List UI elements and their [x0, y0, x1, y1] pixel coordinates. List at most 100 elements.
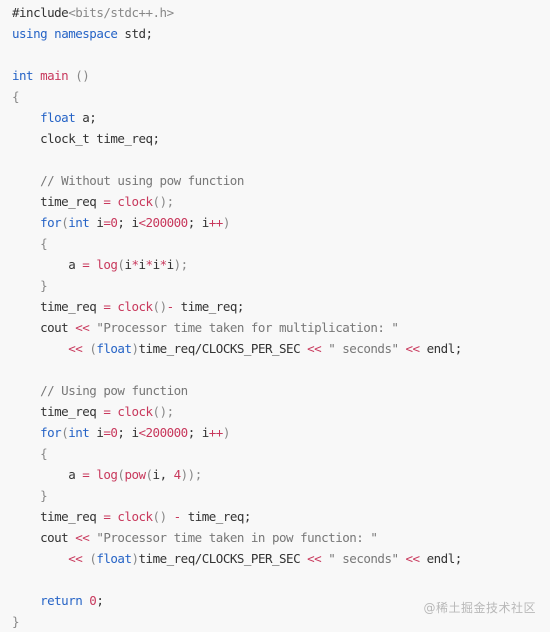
code-token-op: <<: [75, 320, 90, 335]
code-token-plain: time_req;: [173, 299, 245, 314]
code-line: // Using pow function: [12, 380, 550, 401]
code-token-number: 0: [110, 425, 118, 440]
code-token-punct: }: [40, 488, 48, 503]
code-token-plain: ; i: [187, 425, 210, 440]
code-token-func: log: [96, 257, 118, 272]
code-line: }: [12, 485, 550, 506]
code-token-plain: [12, 425, 40, 440]
code-token-plain: time_req;: [180, 509, 252, 524]
code-token-punct: ();: [152, 404, 175, 419]
code-token-plain: ; i: [187, 215, 210, 230]
code-token-punct: }: [40, 278, 48, 293]
code-line: for(int i=0; i<200000; i++): [12, 422, 550, 443]
code-line: [12, 44, 550, 65]
code-line: time_req = clock() - time_req;: [12, 506, 550, 527]
code-token-punct: ): [222, 215, 231, 230]
code-token-type: float: [96, 551, 132, 566]
code-line: << (float)time_req/CLOCKS_PER_SEC << " s…: [12, 548, 550, 569]
code-token-keyword: using: [12, 26, 48, 41]
code-token-string: " seconds": [328, 551, 399, 566]
code-token-comment: // Using pow function: [40, 383, 188, 398]
code-line: [12, 569, 550, 590]
code-token-plain: time_req/CLOCKS_PER_SEC: [138, 551, 308, 566]
code-token-op: ++: [208, 425, 224, 440]
code-token-op: <<: [307, 551, 322, 566]
code-token-plain: i: [138, 257, 147, 272]
code-line: a = log(pow(i, 4));: [12, 464, 550, 485]
code-token-punct: (): [152, 299, 168, 314]
code-line: return 0;: [12, 590, 550, 611]
code-token-plain: [12, 110, 40, 125]
code-token-op: *: [159, 257, 168, 272]
code-token-op: <<: [75, 530, 90, 545]
code-line: a = log(i*i*i*i);: [12, 254, 550, 275]
code-token-punct: {: [12, 89, 20, 104]
code-token-op: =: [103, 404, 111, 419]
code-token-op: =: [82, 257, 90, 272]
code-line: time_req = clock()- time_req;: [12, 296, 550, 317]
code-line: using namespace std;: [12, 23, 550, 44]
code-token-punct: (: [61, 215, 69, 230]
code-token-plain: [399, 341, 406, 356]
code-token-string: " seconds": [328, 341, 399, 356]
code-token-plain: [12, 488, 40, 503]
code-token-plain: [167, 509, 174, 524]
code-token-punct: {: [40, 446, 48, 461]
code-token-op: <<: [68, 551, 83, 566]
code-token-punct: ): [131, 551, 139, 566]
code-token-punct: (: [89, 341, 97, 356]
code-token-comment: // Without using pow function: [40, 173, 244, 188]
code-token-type: int: [12, 68, 34, 83]
code-token-plain: std;: [117, 26, 153, 41]
code-token-plain: time_req: [12, 299, 104, 314]
code-token-punct: ));: [180, 467, 203, 482]
code-token-number: 4: [173, 467, 182, 482]
code-token-func: clock: [117, 509, 153, 524]
code-token-punct: ): [222, 425, 231, 440]
code-token-plain: [12, 593, 40, 608]
code-token-number: 200000: [145, 215, 189, 230]
code-token-plain: i: [89, 215, 104, 230]
code-token-op: =: [103, 425, 111, 440]
code-token-op: <<: [307, 341, 322, 356]
code-token-plain: i: [152, 257, 161, 272]
code-token-op: =: [82, 467, 90, 482]
code-token-op: <<: [68, 341, 83, 356]
code-token-plain: i: [166, 257, 175, 272]
code-token-type: int: [68, 425, 90, 440]
code-token-keyword: namespace: [54, 26, 118, 41]
code-token-type: float: [96, 341, 132, 356]
code-token-plain: a;: [75, 110, 97, 125]
code-token-plain: time_req: [12, 194, 104, 209]
code-token-number: 200000: [145, 425, 189, 440]
code-token-plain: endl;: [419, 551, 463, 566]
code-line: #include<bits/stdc++.h>: [12, 2, 550, 23]
code-token-op: <: [138, 425, 147, 440]
code-line: time_req = clock();: [12, 191, 550, 212]
code-line: << (float)time_req/CLOCKS_PER_SEC << " s…: [12, 338, 550, 359]
code-line: }: [12, 611, 550, 632]
watermark: @稀土掘金技术社区: [423, 601, 536, 615]
code-token-punct: (): [152, 509, 168, 524]
code-token-op: =: [103, 299, 111, 314]
code-token-plain: i: [89, 425, 104, 440]
code-line: {: [12, 443, 550, 464]
code-token-op: =: [103, 194, 111, 209]
code-token-string: "Processor time taken for multiplication…: [96, 320, 399, 335]
code-token-plain: [399, 551, 406, 566]
code-token-func: clock: [117, 404, 153, 419]
code-token-plain: [12, 215, 40, 230]
code-line: [12, 149, 550, 170]
code-token-punct: );: [173, 257, 189, 272]
code-token-plain: [12, 278, 40, 293]
code-token-plain: [12, 383, 40, 398]
code-line: clock_t time_req;: [12, 128, 550, 149]
code-token-plain: [12, 341, 68, 356]
code-token-type: float: [40, 110, 76, 125]
code-token-string: "Processor time taken in pow function: ": [96, 530, 378, 545]
code-token-punct: (: [61, 425, 69, 440]
code-token-plain: i,: [152, 467, 174, 482]
code-token-op: -: [173, 509, 182, 524]
code-token-op: *: [131, 257, 139, 272]
code-token-punct: (: [89, 551, 97, 566]
